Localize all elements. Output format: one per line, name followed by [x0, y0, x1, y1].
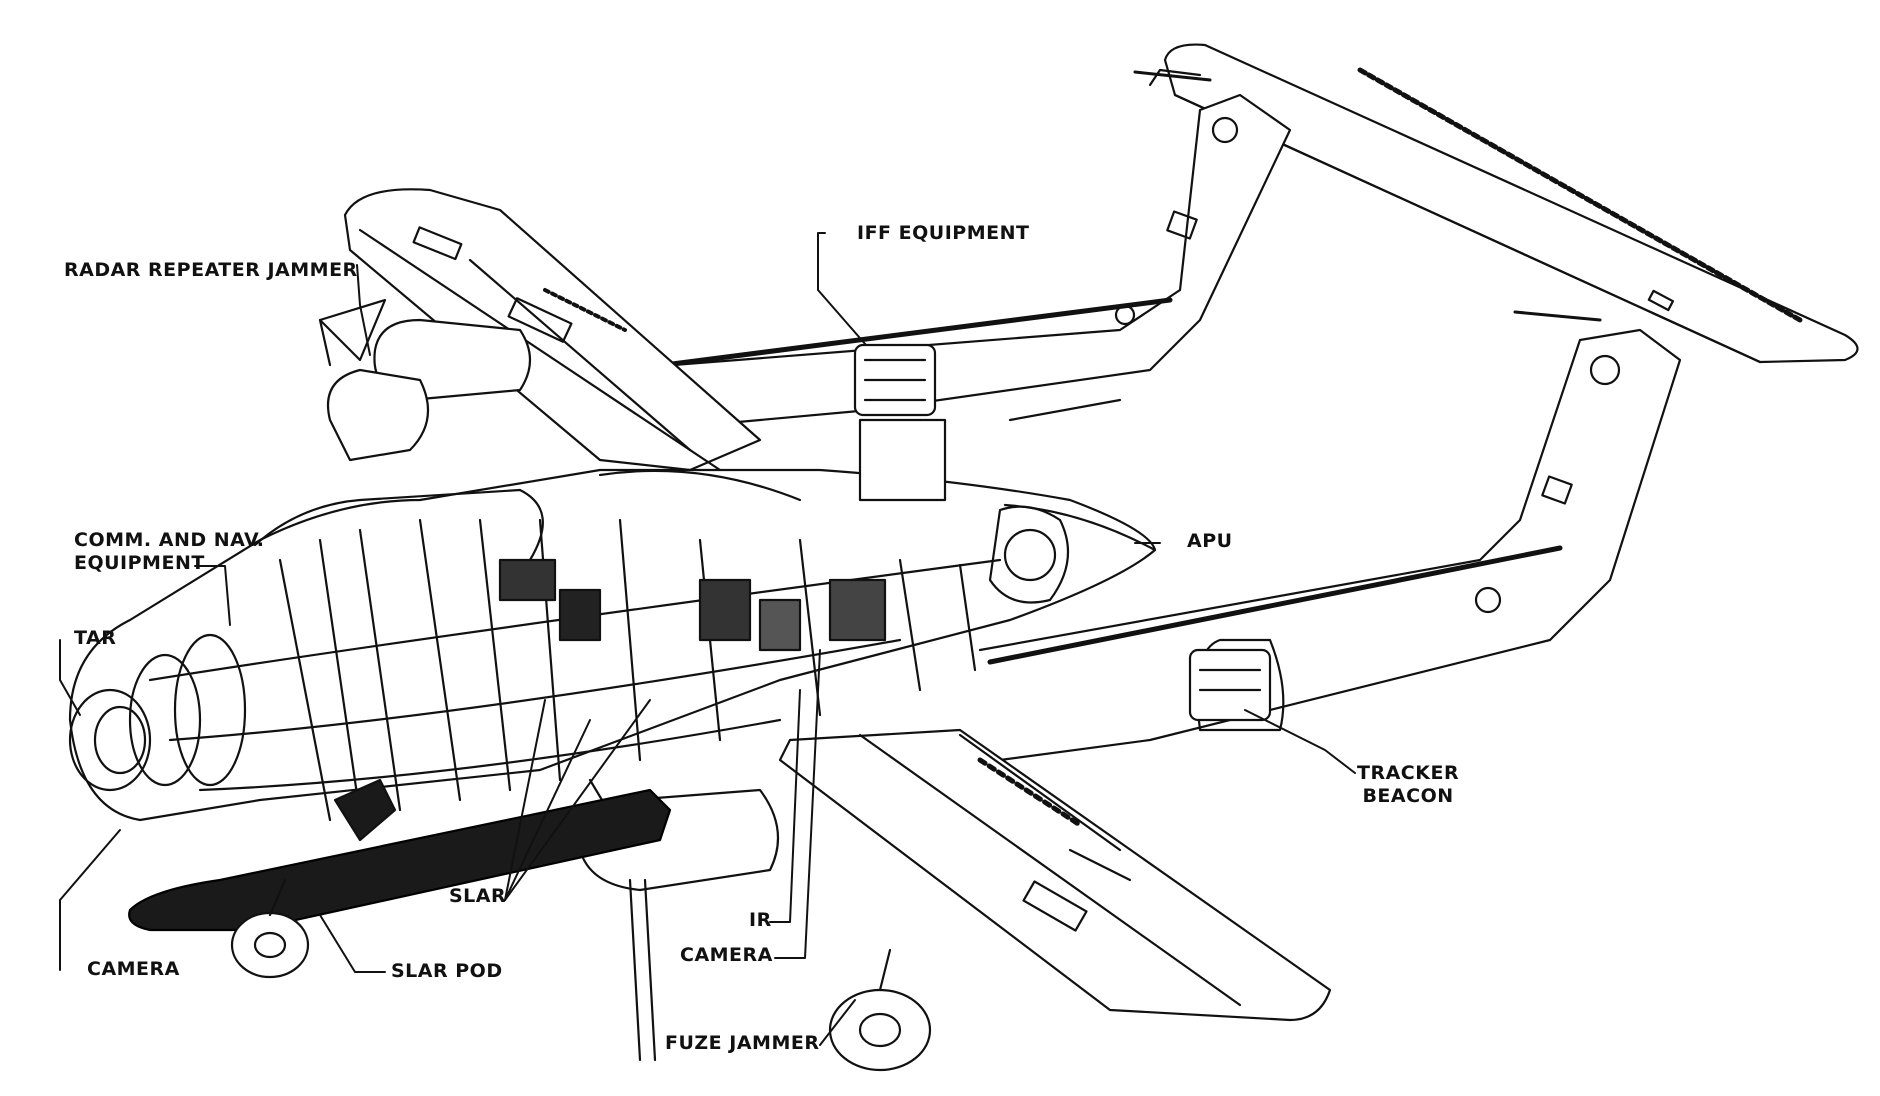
label-comm-nav-line2: EQUIPMENT	[74, 552, 205, 574]
label-tar: TAR	[74, 627, 117, 649]
fuselage	[68, 343, 1272, 822]
label-tracker-beacon-line1: TRACKER	[1357, 762, 1460, 784]
label-camera-left: CAMERA	[87, 958, 180, 980]
label-tracker-beacon-line2: BEACON	[1362, 785, 1454, 807]
slar-pod	[128, 778, 672, 932]
label-ir: IR	[749, 909, 772, 931]
left-tail-boom	[607, 93, 1292, 432]
label-tracker-beacon: TRACKER BEACON	[1357, 762, 1459, 808]
far-wing	[318, 188, 762, 472]
label-apu: APU	[1187, 530, 1233, 552]
label-iff-equipment: IFF EQUIPMENT	[857, 222, 1030, 244]
label-slar: SLAR	[449, 885, 507, 907]
label-slar-pod: SLAR POD	[391, 960, 503, 982]
leader-lines	[59, 232, 1356, 1046]
label-comm-nav-equipment: COMM. AND NAV. EQUIPMENT	[74, 529, 265, 575]
label-fuze-jammer: FUZE JAMMER	[665, 1032, 820, 1054]
near-wing	[778, 728, 1332, 1022]
landing-gear	[230, 878, 932, 1072]
label-comm-nav-line1: COMM. AND NAV.	[74, 529, 265, 551]
label-radar-repeater-jammer: RADAR REPEATER JAMMER	[64, 259, 358, 281]
label-camera-center: CAMERA	[680, 944, 773, 966]
